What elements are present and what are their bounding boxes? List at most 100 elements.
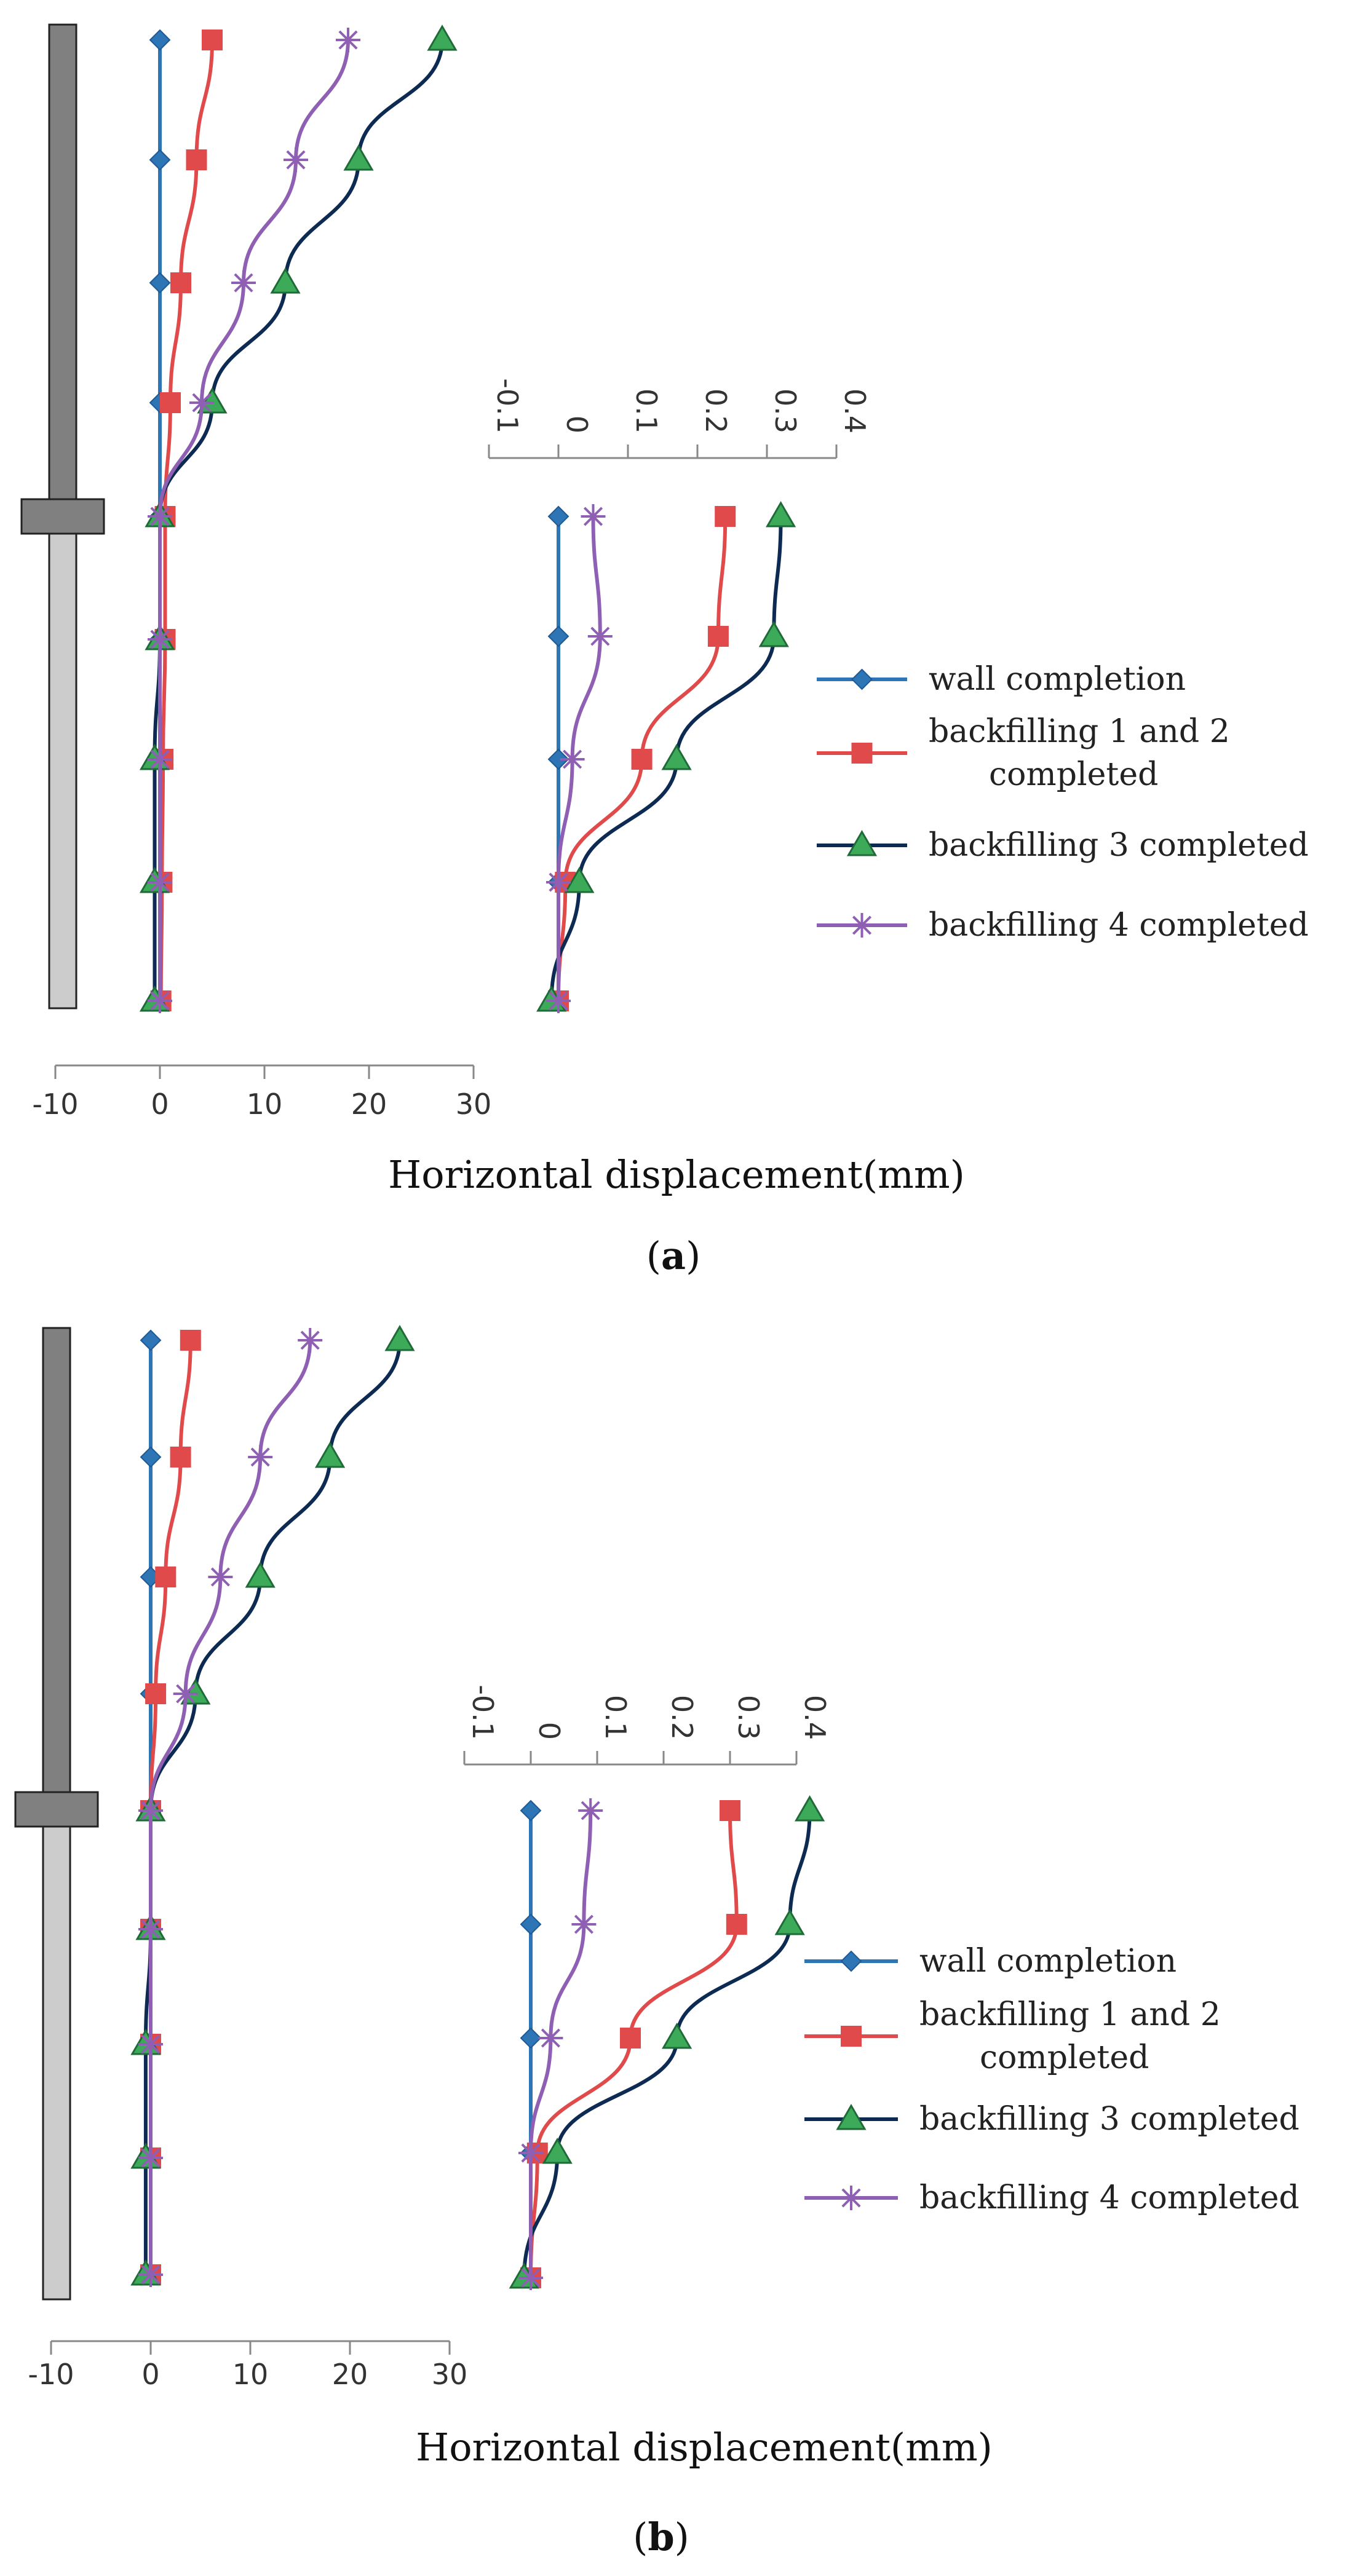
data-point <box>180 1330 201 1351</box>
inset-data-point <box>707 626 729 647</box>
data-point <box>173 1681 198 1706</box>
inset-x-tick-label: 0 <box>560 416 593 433</box>
legend-item: wall completion <box>817 661 1186 698</box>
legend-label: wall completion <box>929 661 1186 698</box>
main-x-tick-label: -10 <box>32 1088 78 1121</box>
data-point <box>149 149 171 171</box>
data-point <box>186 149 207 170</box>
series-line <box>157 39 350 1001</box>
inset-data-point <box>587 624 613 649</box>
legend-item: backfilling 3 completed <box>817 827 1309 864</box>
data-point <box>148 504 172 529</box>
data-point <box>384 1325 415 1351</box>
inset-data-point <box>726 1914 747 1935</box>
data-point <box>160 392 181 413</box>
data-point <box>270 267 301 294</box>
series-3-inset <box>536 501 796 1012</box>
inset-data-point <box>547 748 569 770</box>
inset-data-point <box>520 1913 542 1935</box>
series-line <box>153 39 444 1001</box>
inset-data-point <box>720 1800 740 1821</box>
data-point <box>170 1447 191 1468</box>
data-point <box>231 271 256 295</box>
main-x-tick-label: 10 <box>247 1088 283 1121</box>
x-axis-label: Horizontal displacement(mm) <box>388 1152 965 1197</box>
data-point <box>298 1328 323 1353</box>
data-point <box>138 1917 163 1942</box>
inset-x-tick-label: -0.1 <box>491 378 524 433</box>
series-4-main <box>148 28 360 1013</box>
inset-data-point <box>538 2026 563 2050</box>
data-point <box>336 28 360 52</box>
main-x-tick-label: 10 <box>232 2358 269 2391</box>
inset-data-point <box>560 747 585 772</box>
inset-x-tick-label: 0.4 <box>838 389 871 433</box>
inset-data-point <box>794 1795 825 1822</box>
data-point <box>343 144 374 171</box>
main-x-tick-label: 30 <box>456 1088 492 1121</box>
data-point <box>208 1565 233 1589</box>
data-point <box>189 390 214 415</box>
inset-data-point <box>571 1912 597 1937</box>
data-point <box>140 1329 162 1351</box>
inset-data-point <box>564 867 595 893</box>
data-point <box>149 272 171 294</box>
data-point <box>427 25 458 51</box>
inset-data-point <box>546 870 571 895</box>
data-point <box>248 1445 273 1469</box>
inset-data-point <box>581 504 606 529</box>
main-x-tick-label: 0 <box>151 1088 169 1121</box>
inset-x-tick-label: 0.3 <box>769 389 802 433</box>
inset-data-point <box>520 2027 542 2049</box>
legend-marker <box>840 1950 862 1972</box>
inset-x-tick-label: 0.4 <box>798 1695 831 1740</box>
data-point <box>314 1442 346 1468</box>
main-x-tick-label: -10 <box>28 2358 74 2391</box>
legend-marker <box>851 743 873 764</box>
legend-item: backfilling 3 completed <box>804 2101 1300 2138</box>
inset-series-line <box>549 516 783 1002</box>
legend-marker <box>846 830 878 856</box>
x-axis-label: Horizontal displacement(mm) <box>416 2425 993 2470</box>
data-point <box>148 627 172 652</box>
inset-data-point <box>578 1798 603 1823</box>
inset-data-point <box>518 2266 543 2290</box>
data-point <box>148 989 172 1013</box>
retaining-wall-diagram <box>14 1327 99 2301</box>
data-point <box>202 30 223 50</box>
main-x-tick-label: 30 <box>432 2358 468 2391</box>
inset-x-tick-label: 0.2 <box>699 389 732 433</box>
series-4-inset <box>518 1798 603 2290</box>
legend-label: backfilling 4 completed <box>919 2179 1300 2216</box>
data-point <box>155 1567 177 1587</box>
data-point <box>138 2262 163 2287</box>
inset-data-point <box>715 506 736 527</box>
inset-data-point <box>661 744 692 770</box>
inset-data-point <box>520 1800 542 1822</box>
series-3-main <box>139 25 458 1012</box>
legend-label: wall completion <box>919 1943 1177 1980</box>
inset-x-tick-label: 0.3 <box>732 1695 765 1740</box>
inset-data-point <box>546 989 571 1013</box>
data-point <box>148 747 172 772</box>
data-point <box>140 1446 162 1468</box>
main-x-tick-label: 20 <box>351 1088 387 1121</box>
inset-data-point <box>765 501 796 527</box>
inset-data-point <box>774 1909 805 1935</box>
series-line <box>148 1340 312 2275</box>
main-x-axis: -10 0 10 20 30 <box>32 1064 492 1121</box>
legend-item: backfilling 4 completed <box>817 907 1309 944</box>
inset-series-line <box>528 1810 593 2278</box>
data-point <box>145 1683 167 1704</box>
inset-x-tick-label: -0.1 <box>466 1685 499 1740</box>
legend-marker <box>839 2186 863 2210</box>
